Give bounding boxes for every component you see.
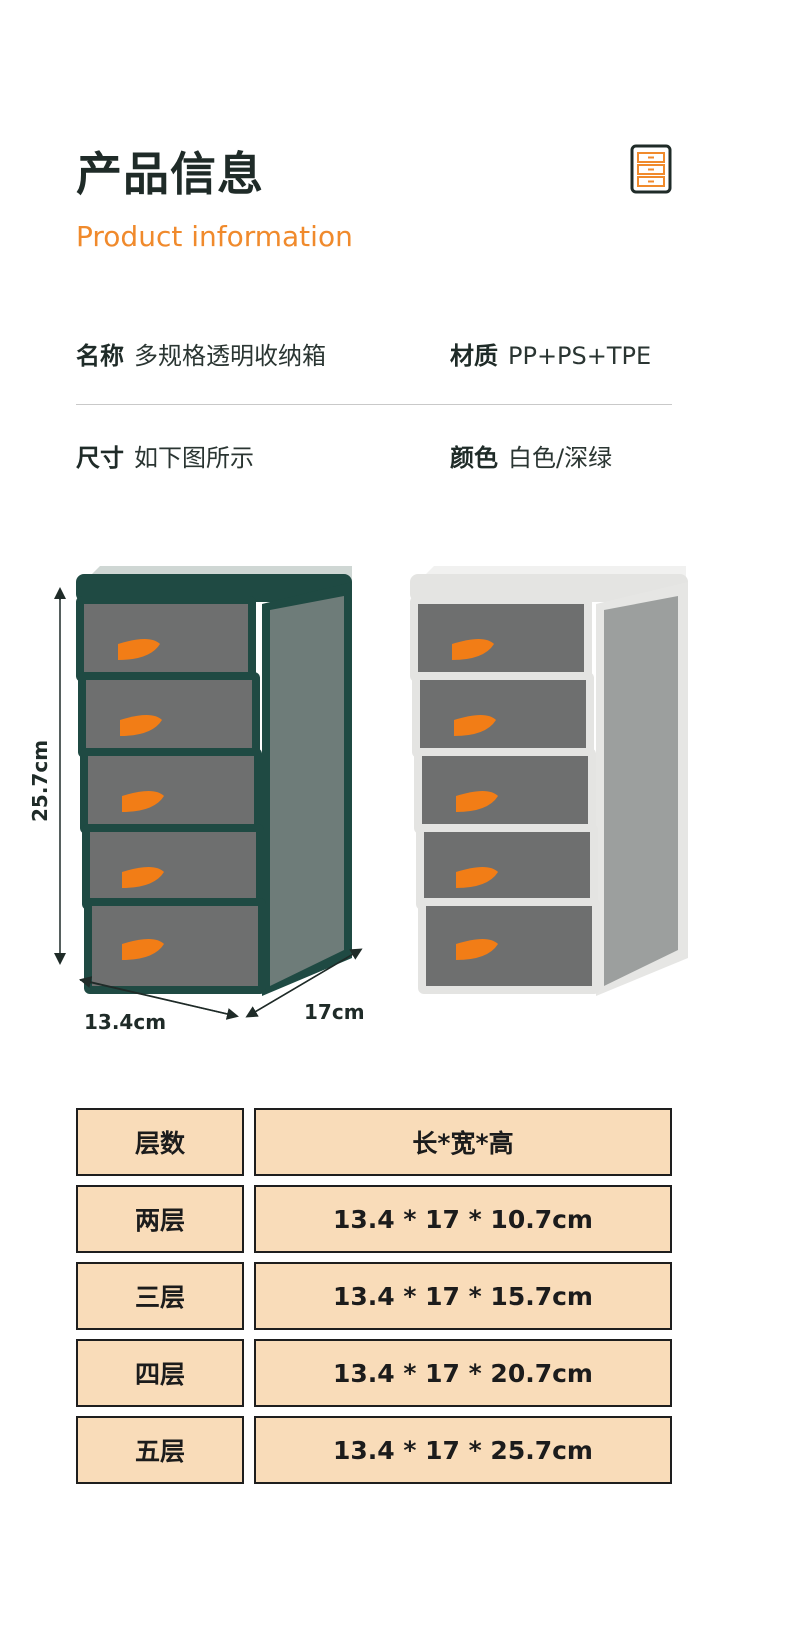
info-value: 白色/深绿 xyxy=(508,444,613,472)
divider xyxy=(76,404,672,405)
green-drawer-cabinet xyxy=(76,566,352,996)
info-value: PP+PS+TPE xyxy=(508,342,652,370)
table-cell-dimensions: 13.4 * 17 * 10.7cm xyxy=(254,1185,672,1253)
table-cell-layers: 两层 xyxy=(76,1185,244,1253)
table-cell-dimensions: 13.4 * 17 * 20.7cm xyxy=(254,1339,672,1407)
table-cell-layers: 五层 xyxy=(76,1416,244,1484)
white-drawers xyxy=(410,596,600,994)
table-row: 五层 13.4 * 17 * 25.7cm xyxy=(76,1416,672,1484)
page-title: 产品信息 xyxy=(76,147,264,201)
info-name: 名称多规格透明收纳箱 xyxy=(76,336,326,371)
green-drawers xyxy=(76,596,266,994)
white-drawer-cabinet xyxy=(410,566,688,996)
info-key: 颜色 xyxy=(450,444,498,472)
info-key: 尺寸 xyxy=(76,444,124,472)
table-cell-layers: 三层 xyxy=(76,1262,244,1330)
product-illustration xyxy=(54,566,688,1020)
white-handles xyxy=(452,639,498,960)
table-row: 四层 13.4 * 17 * 20.7cm xyxy=(76,1339,672,1407)
table-row: 三层 13.4 * 17 * 15.7cm xyxy=(76,1262,672,1330)
table-header-cell: 长*宽*高 xyxy=(254,1108,672,1176)
table-cell-dimensions: 13.4 * 17 * 15.7cm xyxy=(254,1262,672,1330)
width-dimension-label: 13.4cm xyxy=(84,1010,167,1034)
info-value: 如下图所示 xyxy=(134,444,254,472)
height-dimension-label: 25.7cm xyxy=(28,739,52,822)
info-size: 尺寸如下图所示 xyxy=(76,438,254,473)
info-color: 颜色白色/深绿 xyxy=(450,438,612,473)
info-value: 多规格透明收纳箱 xyxy=(134,342,326,370)
info-row-name-material: 名称多规格透明收纳箱 材质 PP+PS+TPE xyxy=(76,336,672,376)
page-subtitle: Product information xyxy=(76,220,353,253)
info-key: 名称 xyxy=(76,342,124,370)
drawer-cabinet-icon xyxy=(630,144,672,194)
table-header-row: 层数 长*宽*高 xyxy=(76,1108,672,1176)
green-handles xyxy=(118,639,164,960)
table-cell-layers: 四层 xyxy=(76,1339,244,1407)
info-key: 材质 xyxy=(450,342,498,370)
table-cell-dimensions: 13.4 * 17 * 25.7cm xyxy=(254,1416,672,1484)
info-material: 材质 PP+PS+TPE xyxy=(450,336,651,371)
dimension-lines xyxy=(54,587,363,1020)
table-header-cell: 层数 xyxy=(76,1108,244,1176)
info-row-size-color: 尺寸如下图所示 颜色白色/深绿 xyxy=(76,438,672,478)
table-row: 两层 13.4 * 17 * 10.7cm xyxy=(76,1185,672,1253)
depth-dimension-label: 17cm xyxy=(304,1000,365,1024)
